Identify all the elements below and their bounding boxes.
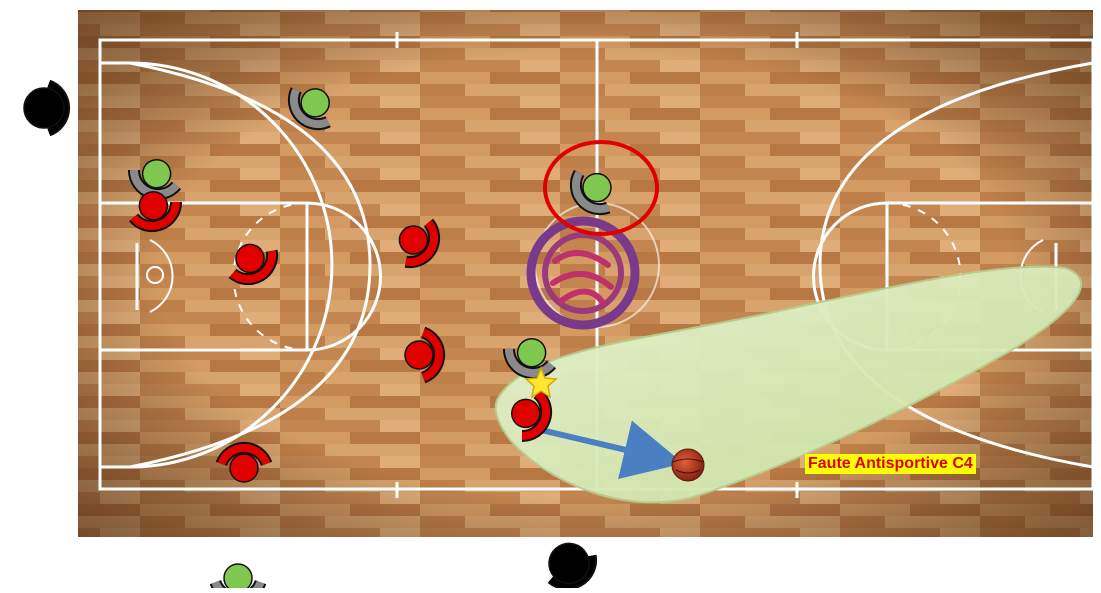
- foul-label: Faute Antisportive C4: [805, 454, 976, 474]
- defender-player-icon: [215, 564, 260, 588]
- basketball-icon: [672, 449, 704, 481]
- logo-icon: [531, 221, 635, 325]
- black-player-icon: [24, 85, 64, 130]
- black-player-icon: [539, 535, 598, 588]
